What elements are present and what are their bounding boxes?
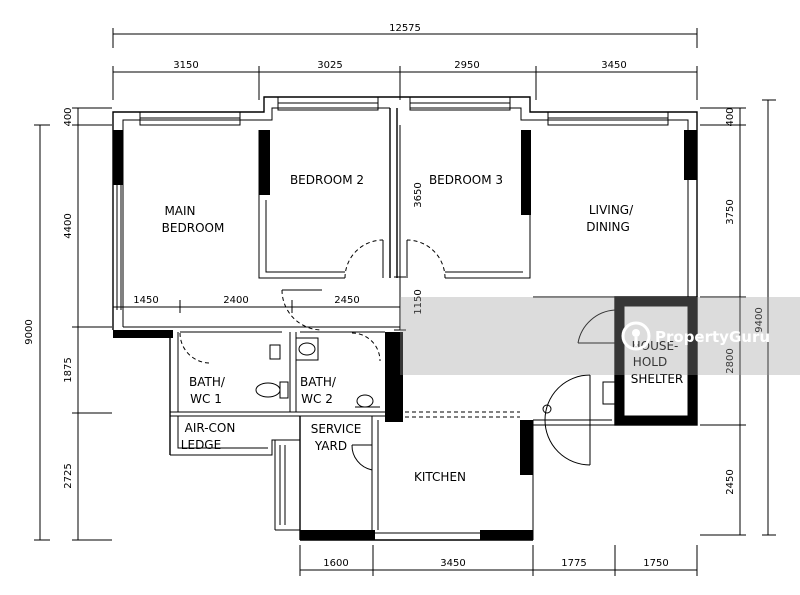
dimension-labels: 12575 3150 3025 2950 3450 9000 400 4400 …: [24, 23, 765, 569]
propertyguru-logo-icon: [621, 321, 651, 351]
label-bedroom-2: BEDROOM 2: [290, 173, 364, 187]
dim-right-2: 3750: [725, 199, 736, 224]
label-bath-2a: BATH/: [300, 375, 337, 389]
dim-inner-1150: 1150: [413, 289, 424, 314]
dim-right-1: 400: [725, 107, 736, 126]
dim-inner-3650: 3650: [413, 182, 424, 207]
dimension-lines: [34, 28, 776, 576]
room-labels: MAIN BEDROOM BEDROOM 2 BEDROOM 3 LIVING/…: [162, 173, 684, 484]
dim-top-4: 3450: [601, 60, 626, 71]
label-bedroom-3: BEDROOM 3: [429, 173, 503, 187]
dim-left-3: 1875: [63, 357, 74, 382]
label-shelter-1: HOUSE-: [632, 339, 679, 353]
label-service-1: SERVICE: [311, 422, 362, 436]
watermark: PropertyGuru: [400, 297, 800, 375]
dim-right-3: 2800: [725, 348, 736, 373]
dim-bottom-3: 1775: [561, 558, 586, 569]
dim-left-1: 400: [63, 107, 74, 126]
dim-left-4: 2725: [63, 463, 74, 488]
dim-left-total: 9000: [24, 319, 35, 344]
dim-right-4: 2450: [725, 469, 736, 494]
label-service-2: YARD: [314, 439, 347, 453]
dim-right-total: 9400: [754, 307, 765, 332]
label-shelter-3: SHELTER: [631, 372, 684, 386]
doors: [179, 239, 616, 471]
dim-top-1: 3150: [173, 60, 198, 71]
structural-columns: [113, 130, 697, 540]
dim-inner-2450: 2450: [334, 295, 359, 306]
bath-fixtures: [255, 337, 380, 408]
label-living-2: DINING: [586, 220, 630, 234]
label-shelter-2: HOLD: [633, 355, 667, 369]
label-aircon-1: AIR-CON: [185, 421, 236, 435]
label-living-1: LIVING/: [589, 203, 634, 217]
dim-top-3: 2950: [454, 60, 479, 71]
dim-inner-2400: 2400: [223, 295, 248, 306]
dim-top-total: 12575: [389, 23, 421, 34]
dim-bottom-4: 1750: [643, 558, 668, 569]
label-bath-2b: WC 2: [301, 392, 333, 406]
label-main-bedroom-1: MAIN: [164, 204, 195, 218]
windows: [139, 96, 669, 126]
watermark-text: PropertyGuru: [655, 328, 770, 346]
label-kitchen: KITCHEN: [414, 470, 466, 484]
dim-bottom-1: 1600: [323, 558, 348, 569]
dim-inner-1450: 1450: [133, 295, 158, 306]
label-aircon-2: LEDGE: [181, 438, 221, 452]
label-bath-1b: WC 1: [190, 392, 222, 406]
label-main-bedroom-2: BEDROOM: [162, 221, 225, 235]
dim-top-2: 3025: [317, 60, 342, 71]
dim-left-2: 4400: [63, 213, 74, 238]
label-bath-1a: BATH/: [189, 375, 226, 389]
dim-bottom-2: 3450: [440, 558, 465, 569]
